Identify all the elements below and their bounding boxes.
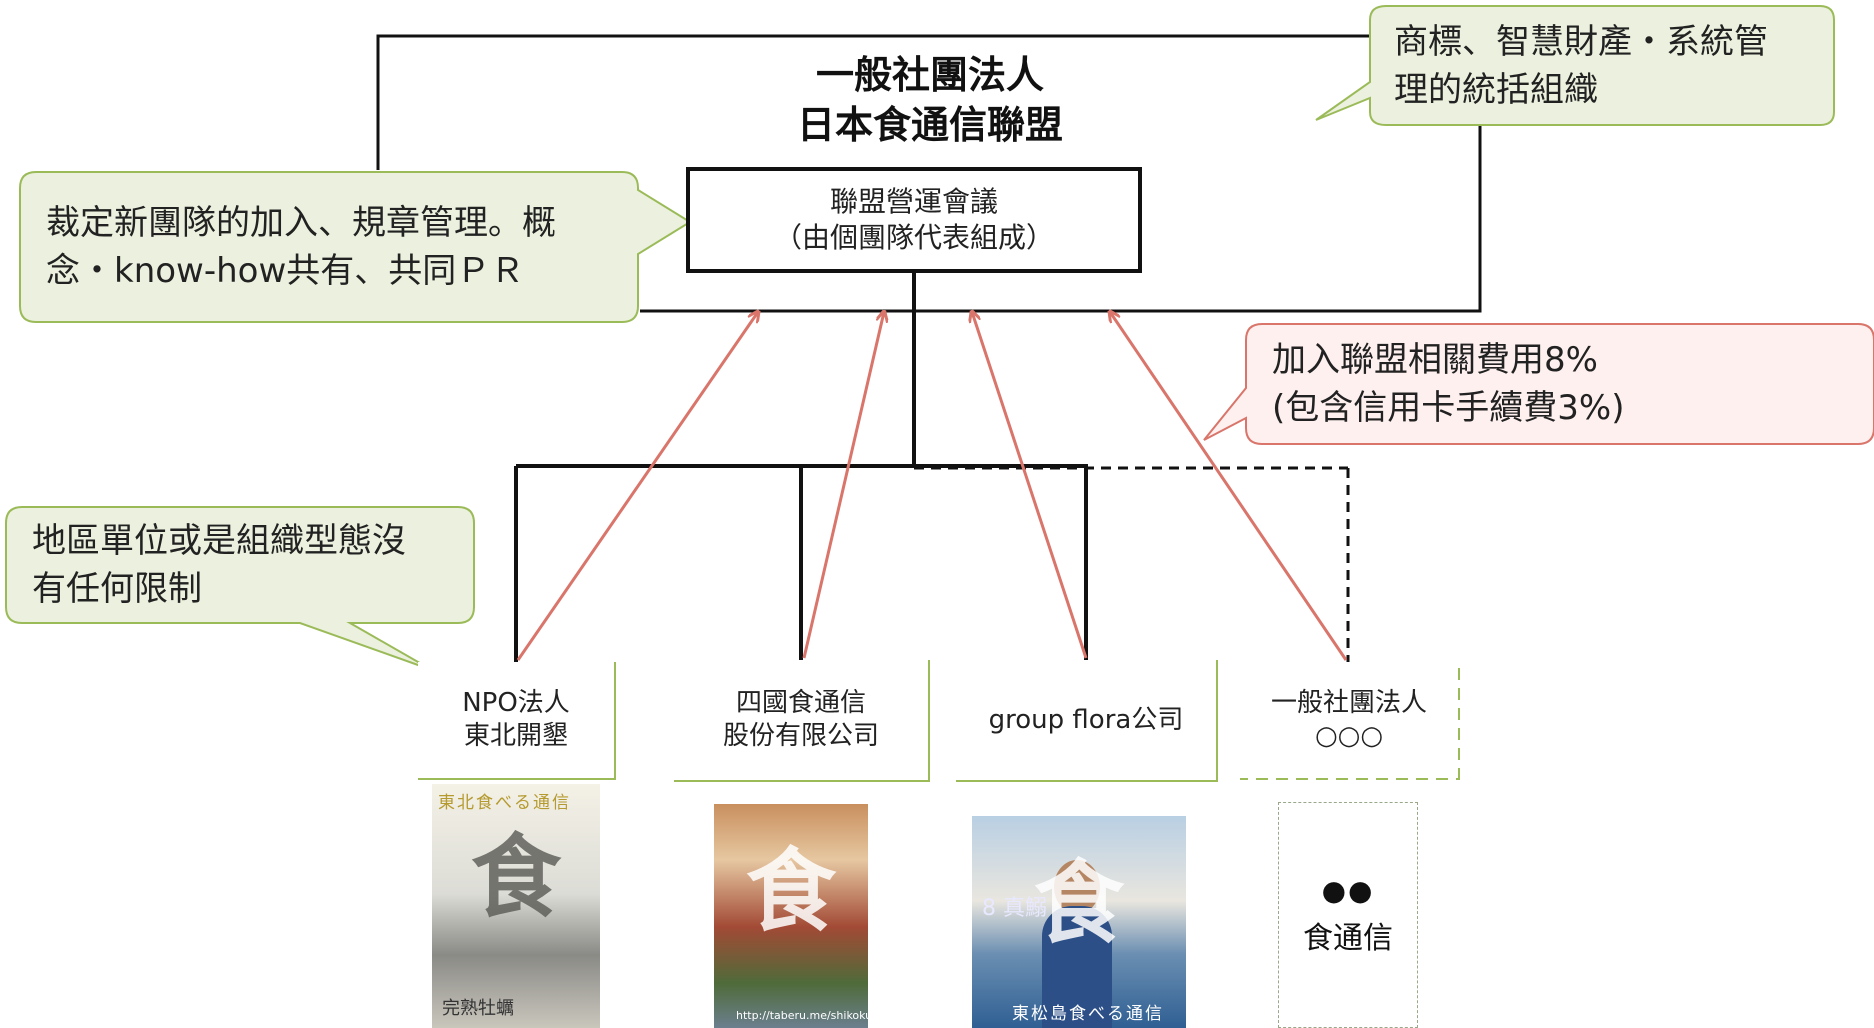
placeholder-dots: ●● — [1321, 873, 1375, 907]
magazine-logo: 食 — [746, 839, 836, 944]
callout-trademark-shape — [1315, 5, 1835, 126]
magazine-caption: 完熟牡蠣 — [442, 998, 514, 1019]
magazine-url: http://taberu.me/shikoku — [736, 1009, 868, 1022]
alliance-frame — [376, 34, 1372, 170]
org-placeholder: 一般社團法人 ○○○ — [1240, 662, 1458, 778]
magazine-title: 東北食べる通信 — [438, 793, 571, 813]
org-flora-line1: group flora公司 — [988, 704, 1184, 735]
council-line1: 聯盟營運會議 — [829, 185, 998, 218]
fee-arrow-1 — [516, 312, 758, 661]
alliance-title-line1: 一般社團法人 — [815, 53, 1044, 97]
person-figure — [1042, 906, 1112, 1028]
callout-fee-shape — [1203, 323, 1874, 445]
callout-fee: 加入聯盟相關費用8% (包含信用卡手續費3%) — [1246, 324, 1874, 444]
fee-arrow-4 — [1110, 312, 1348, 661]
person-head — [1054, 860, 1100, 914]
council-box: 聯盟營運會議 （由個團隊代表組成） — [686, 167, 1142, 273]
magazine-title: 東松島食べる通信 — [1012, 1004, 1164, 1024]
org-tohoku-line2: 東北開墾 — [463, 721, 568, 751]
org-placeholder-line2: ○○○ — [1314, 721, 1384, 751]
callout-council-role: 裁定新團隊的加入、規章管理。概 念・know-how共有、共同ＰＲ — [20, 172, 640, 322]
callout-council-shape — [19, 171, 692, 323]
magazine-cover-shikoku: 食 http://taberu.me/shikoku — [714, 804, 868, 1028]
callout-region: 地區單位或是組織型態沒 有任何限制 — [6, 507, 474, 623]
callout-council-line1: 裁定新團隊的加入、規章管理。概 — [46, 203, 556, 243]
callout-region-line1: 地區單位或是組織型態沒 — [32, 521, 406, 561]
magazine-logo: 食 — [471, 825, 561, 930]
magazine-logo: 食 — [1034, 851, 1124, 956]
callout-fee-line1: 加入聯盟相關費用8% — [1272, 340, 1598, 380]
org-tohoku-line1: NPO法人 — [462, 688, 570, 718]
council-line2: （由個團隊代表組成） — [773, 221, 1054, 254]
callout-trademark-line2: 理的統括組織 — [1394, 69, 1598, 110]
magazine-caption: 8 真鰯 — [982, 896, 1047, 921]
org-tohoku: NPO法人 東北開墾 — [418, 662, 614, 778]
org-placeholder-line1: 一般社團法人 — [1270, 688, 1427, 718]
fee-arrow-2 — [802, 312, 884, 659]
callout-council-line2: 念・know-how共有、共同ＰＲ — [46, 251, 525, 291]
magazine-cover-higashimatsushima: 食 8 真鰯 東松島食べる通信 — [972, 816, 1186, 1028]
alliance-title: 一般社團法人 日本食通信聯盟 — [740, 50, 1120, 150]
alliance-frame-right — [640, 124, 1482, 313]
magazine-cover-tohoku: 東北食べる通信 食 完熟牡蠣 — [432, 784, 600, 1028]
alliance-title-line2: 日本食通信聯盟 — [796, 103, 1063, 147]
org-shikoku: 四國食通信 股份有限公司 — [674, 660, 928, 780]
callout-trademark-line1: 商標、智慧財產・系統管 — [1394, 21, 1768, 62]
callout-region-line2: 有任何限制 — [32, 569, 202, 609]
fee-arrow-3 — [972, 312, 1088, 659]
callout-region-shape — [5, 506, 475, 671]
org-flora: group flora公司 — [956, 660, 1216, 780]
org-shikoku-line1: 四國食通信 — [735, 688, 866, 718]
org-shikoku-line2: 股份有限公司 — [722, 721, 879, 751]
callout-trademark: 商標、智慧財產・系統管 理的統括組織 — [1368, 6, 1834, 125]
callout-fee-line2: (包含信用卡手續費3%) — [1272, 388, 1625, 428]
placeholder-label: 食通信 — [1303, 920, 1393, 956]
magazine-placeholder: ●● 食通信 — [1278, 802, 1418, 1028]
